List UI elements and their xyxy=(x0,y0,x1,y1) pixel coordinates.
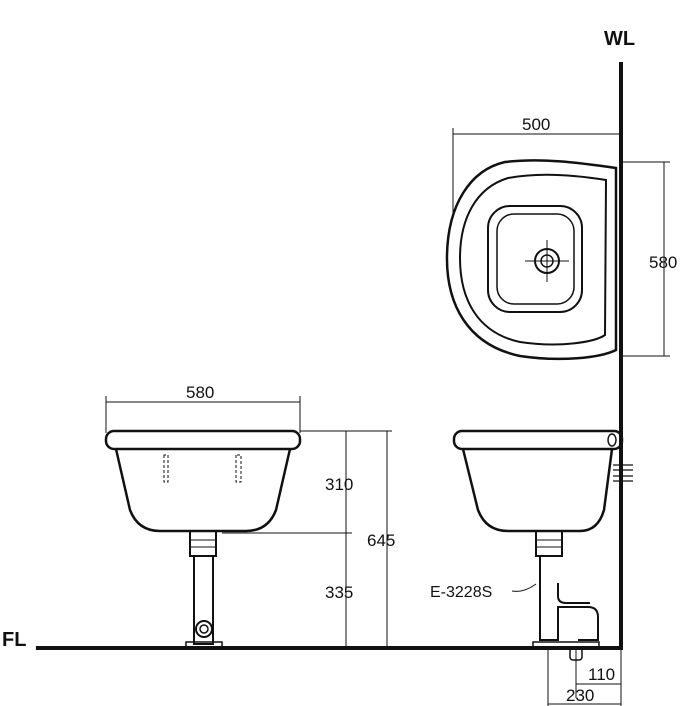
side-view xyxy=(452,429,633,706)
front-view xyxy=(104,396,392,648)
bowl-height-label: 310 xyxy=(325,475,353,494)
side-rim xyxy=(452,429,624,451)
plan-basin xyxy=(487,205,583,313)
plan-basin-inner xyxy=(496,213,575,305)
front-overflow-right xyxy=(235,454,242,483)
side-bowl xyxy=(461,448,614,533)
side-base-plate xyxy=(532,641,600,648)
trap-leader-line xyxy=(511,583,537,592)
front-pedestal xyxy=(193,555,214,645)
front-overflow-left xyxy=(163,454,169,483)
pedestal-height-label: 335 xyxy=(325,583,353,602)
side-trap xyxy=(539,556,599,641)
trap-offset-label: 230 xyxy=(566,686,594,705)
overall-height-label: 645 xyxy=(367,531,395,550)
wall-line-label: WL xyxy=(604,28,635,50)
side-trap-outlet xyxy=(557,583,590,604)
plan-view xyxy=(445,128,670,361)
front-cleanout-outer xyxy=(195,620,213,638)
side-tailpiece xyxy=(535,530,563,557)
wall-fixing-bolts xyxy=(613,464,633,482)
front-tailpiece xyxy=(189,530,217,557)
drain-offset-label: 110 xyxy=(588,665,615,684)
side-overflow xyxy=(607,433,617,447)
front-cleanout-inner xyxy=(199,624,209,634)
trap-part-label: E-3228S xyxy=(430,584,492,601)
plan-outer-rim xyxy=(445,159,618,361)
plan-inner-rim xyxy=(458,173,608,346)
plan-depth-label: 580 xyxy=(649,253,677,272)
floor-line-label: FL xyxy=(2,629,26,651)
front-bowl xyxy=(114,448,292,533)
front-rim xyxy=(104,429,302,451)
plan-width-label: 500 xyxy=(522,115,550,134)
front-width-label: 580 xyxy=(186,383,214,402)
front-base-plate xyxy=(185,641,223,648)
